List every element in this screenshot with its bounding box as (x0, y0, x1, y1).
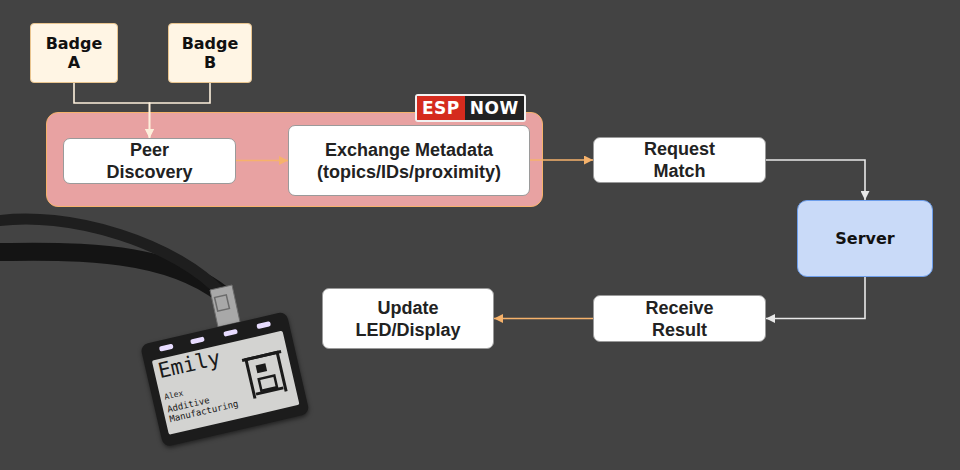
node-label: Request Match (620, 138, 739, 182)
node-label: Exchange Metadata (topics/IDs/proximity) (315, 139, 503, 183)
badge-clip (210, 285, 240, 327)
protocol-band: Peer Discovery Exchange Metadata (topics/… (46, 112, 543, 207)
process-box: Update LED/Display (322, 288, 494, 349)
node-label: Peer Discovery (90, 139, 209, 183)
node-label: Badge A (43, 34, 105, 72)
flow-arrow (150, 83, 211, 138)
printer-bed (256, 388, 283, 394)
led (223, 329, 238, 337)
node-label: Receive Result (620, 297, 739, 341)
badge-device: EmilyAlexAdditive Manufacturing (140, 311, 310, 447)
node-label: Badge B (181, 34, 239, 72)
badge-screen: EmilyAlexAdditive Manufacturing (152, 331, 300, 435)
led (159, 344, 174, 352)
flow-arrow (766, 160, 865, 200)
node-label: Server (835, 229, 894, 248)
led (256, 321, 271, 329)
logo-text: NOW (465, 96, 524, 120)
process-box: Receive Result (593, 295, 766, 342)
protocol-logo: ESPNOW (415, 94, 526, 122)
process-box: Request Match (593, 137, 766, 183)
printer-head (256, 363, 268, 373)
process-box: Peer Discovery (63, 138, 236, 184)
source-badge: Badge B (168, 23, 252, 83)
flow-arrow (236, 160, 288, 162)
flow-arrow (530, 159, 593, 161)
printer-icon (239, 345, 293, 404)
flow-arrow (74, 83, 150, 138)
process-box: Exchange Metadata (topics/IDs/proximity) (288, 125, 530, 196)
led (190, 336, 205, 344)
lanyard-strap (0, 219, 222, 294)
logo-text: ESP (417, 96, 465, 120)
flow-arrow (766, 277, 865, 319)
printer-frame (242, 351, 281, 360)
node-label: Update LED/Display (349, 297, 467, 341)
badge-clip (215, 295, 230, 311)
flow-arrow (494, 318, 593, 320)
server-box: Server (797, 200, 933, 277)
source-badge: Badge A (30, 23, 118, 83)
lanyard-strap (0, 252, 222, 294)
